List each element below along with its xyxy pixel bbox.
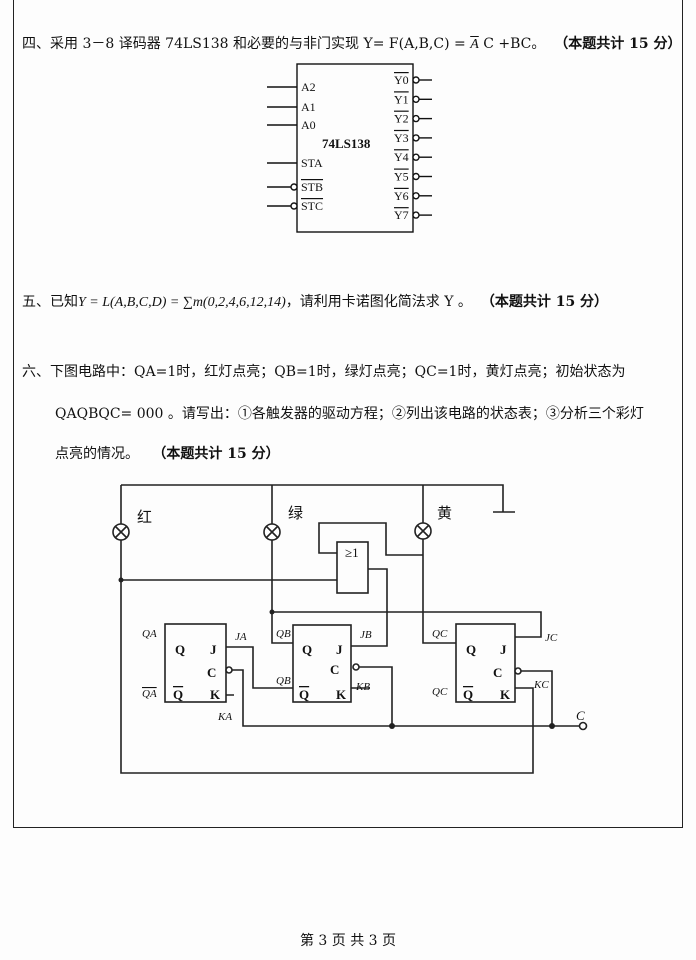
chip-label: 74LS138	[322, 136, 371, 151]
label-qc: QC	[432, 628, 448, 640]
decoder-output-Y7: Y7	[394, 208, 409, 222]
decoder-output-Y6: Y6	[394, 189, 409, 203]
q5-text: 五、已知	[22, 294, 78, 310]
decoder-output-Y3: Y3	[394, 131, 409, 145]
ffa-qbar: Q	[173, 687, 183, 702]
q5-formula: Y = L(A,B,C,D) = ∑m(0,2,4,6,12,14)	[78, 295, 286, 310]
ffc-c: C	[493, 665, 502, 680]
decoder-output-Y0: Y0	[394, 73, 409, 87]
label-qa: QA	[142, 628, 157, 640]
ffc-qbar: Q	[463, 687, 473, 702]
decoder-output-Y2: Y2	[394, 112, 409, 126]
q5-text-rest: ，请利用卡诺图化简法求 Y 。	[285, 294, 472, 310]
label-qabar: QA	[142, 688, 157, 700]
decoder-input-STB: STB	[301, 180, 323, 194]
lamp-label-green: 绿	[288, 505, 303, 522]
label-ja: JA	[235, 631, 247, 643]
decoder-output-Y5: Y5	[394, 170, 409, 184]
lamp-label-red: 红	[137, 509, 152, 526]
label-qb: QB	[276, 628, 291, 640]
question-4: 四、采用 3－8 译码器 74LS138 和必要的与非门实现 Y= F(A,B,…	[22, 33, 682, 53]
decoder-input-A2: A2	[301, 80, 316, 94]
q6-text: 点亮的情况。	[55, 446, 139, 462]
q4-points: （本题共计 15 分）	[554, 36, 682, 52]
label-qcbar: QC	[432, 686, 448, 698]
decoder-output-Y4: Y4	[394, 150, 409, 164]
q4-text: 四、采用 3－8 译码器 74LS138 和必要的与非门实现 Y= F(A,B,…	[22, 36, 471, 52]
ffc-q: Q	[466, 642, 476, 657]
decoder-input-A1: A1	[301, 100, 316, 114]
decoder-input-A0: A0	[301, 118, 316, 132]
ffc-j: J	[500, 642, 507, 657]
ffb-q: Q	[302, 642, 312, 657]
label-ka: KA	[217, 711, 232, 723]
decoder-output-Y1: Y1	[394, 92, 409, 106]
ffa-c: C	[207, 665, 216, 680]
ffb-k: K	[336, 687, 347, 702]
or-gate-label: ≥1	[345, 545, 359, 560]
ffb-j: J	[336, 642, 343, 657]
ffa-q: Q	[175, 642, 185, 657]
label-clock: C	[576, 708, 585, 723]
q5-points: （本题共计 15 分）	[480, 294, 609, 310]
ffa-k: K	[210, 687, 221, 702]
decoder-input-STA: STA	[301, 156, 323, 170]
ffa-j: J	[210, 642, 217, 657]
q4-abar: A	[470, 37, 479, 52]
ffc-k: K	[500, 687, 511, 702]
q6-points: （本题共计 15 分）	[152, 446, 280, 462]
clock-terminal-icon	[578, 721, 588, 731]
decoder-input-STC: STC	[301, 199, 323, 213]
label-jb: JB	[360, 629, 372, 641]
q4-text-rest: C +BC。	[483, 36, 546, 52]
label-qbbar: QB	[276, 675, 291, 687]
label-jc: JC	[545, 632, 558, 644]
question-6-line3: 点亮的情况。 （本题共计 15 分）	[55, 443, 280, 463]
lamp-label-yellow: 黄	[437, 505, 452, 522]
question-5: 五、已知Y = L(A,B,C,D) = ∑m(0,2,4,6,12,14)，请…	[22, 291, 608, 311]
label-kb: KB	[355, 681, 370, 693]
page-footer: 第 3 页 共 3 页	[299, 933, 397, 949]
question-6-line2: QAQBQC= 000 。请写出：①各触发器的驱动方程；②列出该电路的状态表；③…	[55, 406, 644, 422]
ffb-c: C	[330, 662, 339, 677]
label-kc: KC	[533, 679, 549, 691]
question-6-line1: 六、下图电路中：QA=1时，红灯点亮；QB=1时，绿灯点亮；QC=1时，黄灯点亮…	[22, 364, 626, 380]
page-frame	[13, 0, 683, 828]
ffb-qbar: Q	[299, 687, 309, 702]
